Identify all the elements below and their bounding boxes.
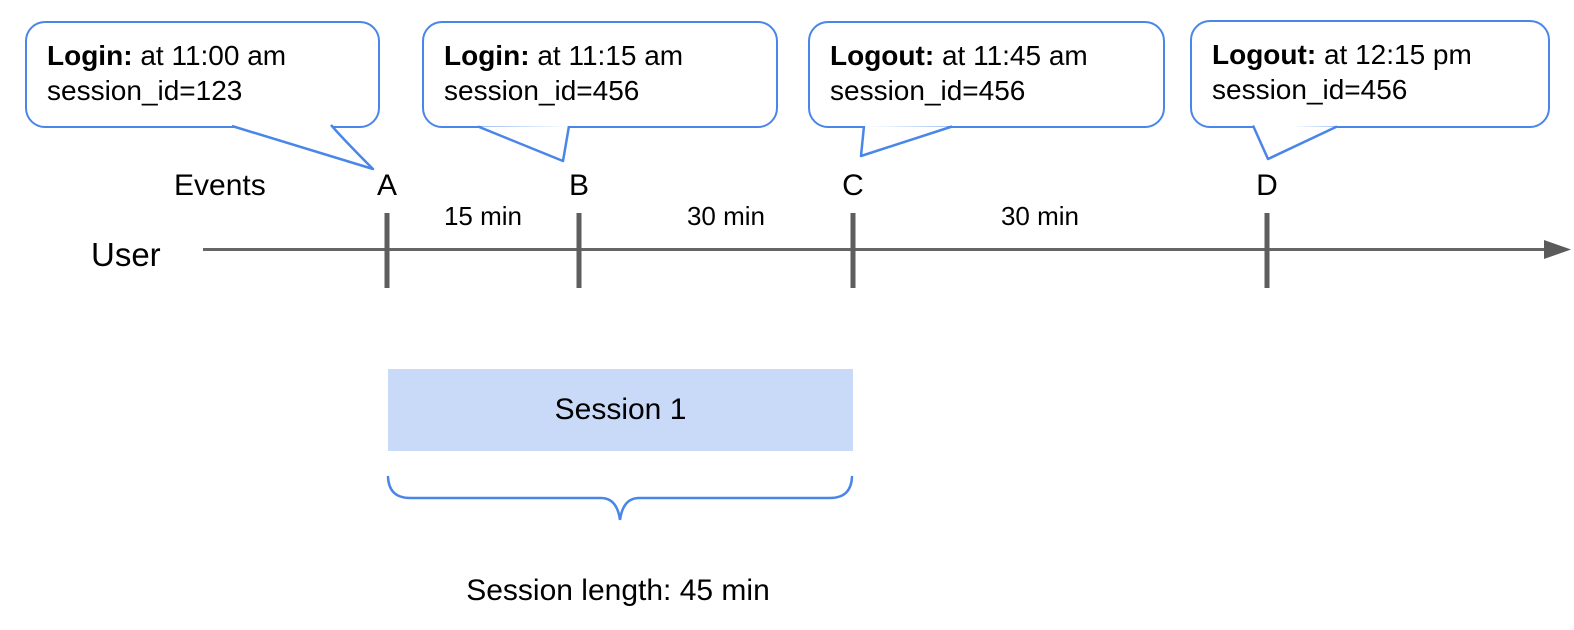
interval-label-a-b: 15 min <box>443 201 523 231</box>
callout-event-label: Login: <box>444 40 530 71</box>
callout-session-text: session_id=456 <box>830 75 1026 106</box>
callout-time-text: at 11:00 am <box>140 40 287 71</box>
callout-time-text: at 11:45 am <box>941 40 1088 71</box>
callout-tail-icon-c <box>859 125 953 158</box>
arrowhead-icon <box>1544 240 1571 259</box>
interval-label-b-c: 30 min <box>686 201 766 231</box>
callout-session-text: session_id=456 <box>1212 74 1408 105</box>
tick-label-b: B <box>568 169 590 202</box>
callout-line-1: Logout: at 12:15 pm <box>1212 37 1528 72</box>
callout-session-text: session_id=456 <box>444 75 640 106</box>
callout-event-label: Logout: <box>830 40 935 71</box>
callout-bubble-login-b: Login: at 11:15 am session_id=456 <box>422 21 778 128</box>
callout-event-label: Logout: <box>1212 39 1317 70</box>
callout-tail-icon-b <box>477 125 571 163</box>
session-bar-label: Session 1 <box>554 393 687 426</box>
callout-line-1: Login: at 11:15 am <box>444 38 756 73</box>
user-axis-label: User <box>91 236 161 273</box>
session-bar: Session 1 <box>388 369 853 451</box>
callout-tail-icon-a <box>231 124 375 171</box>
callout-line-1: Login: at 11:00 am <box>47 38 358 73</box>
callout-time-text: at 12:15 pm <box>1323 39 1472 70</box>
tick-label-c: C <box>842 169 864 202</box>
tick-label-a: A <box>376 169 398 202</box>
callout-session-text: session_id=123 <box>47 75 243 106</box>
callout-tail-icon-d <box>1251 124 1338 161</box>
callout-bubble-logout-c: Logout: at 11:45 am session_id=456 <box>808 21 1165 128</box>
callout-time-text: at 11:15 am <box>537 40 684 71</box>
events-axis-label: Events <box>174 169 266 202</box>
tick-label-d: D <box>1256 169 1278 202</box>
curly-brace-icon <box>386 475 854 521</box>
session-length-label: Session length: 45 min <box>466 574 770 607</box>
interval-label-c-d: 30 min <box>1000 201 1080 231</box>
callout-line-1: Logout: at 11:45 am <box>830 38 1143 73</box>
callout-event-label: Login: <box>47 40 133 71</box>
callout-bubble-logout-d: Logout: at 12:15 pm session_id=456 <box>1190 20 1550 128</box>
callout-bubble-login-a: Login: at 11:00 am session_id=123 <box>25 21 380 128</box>
